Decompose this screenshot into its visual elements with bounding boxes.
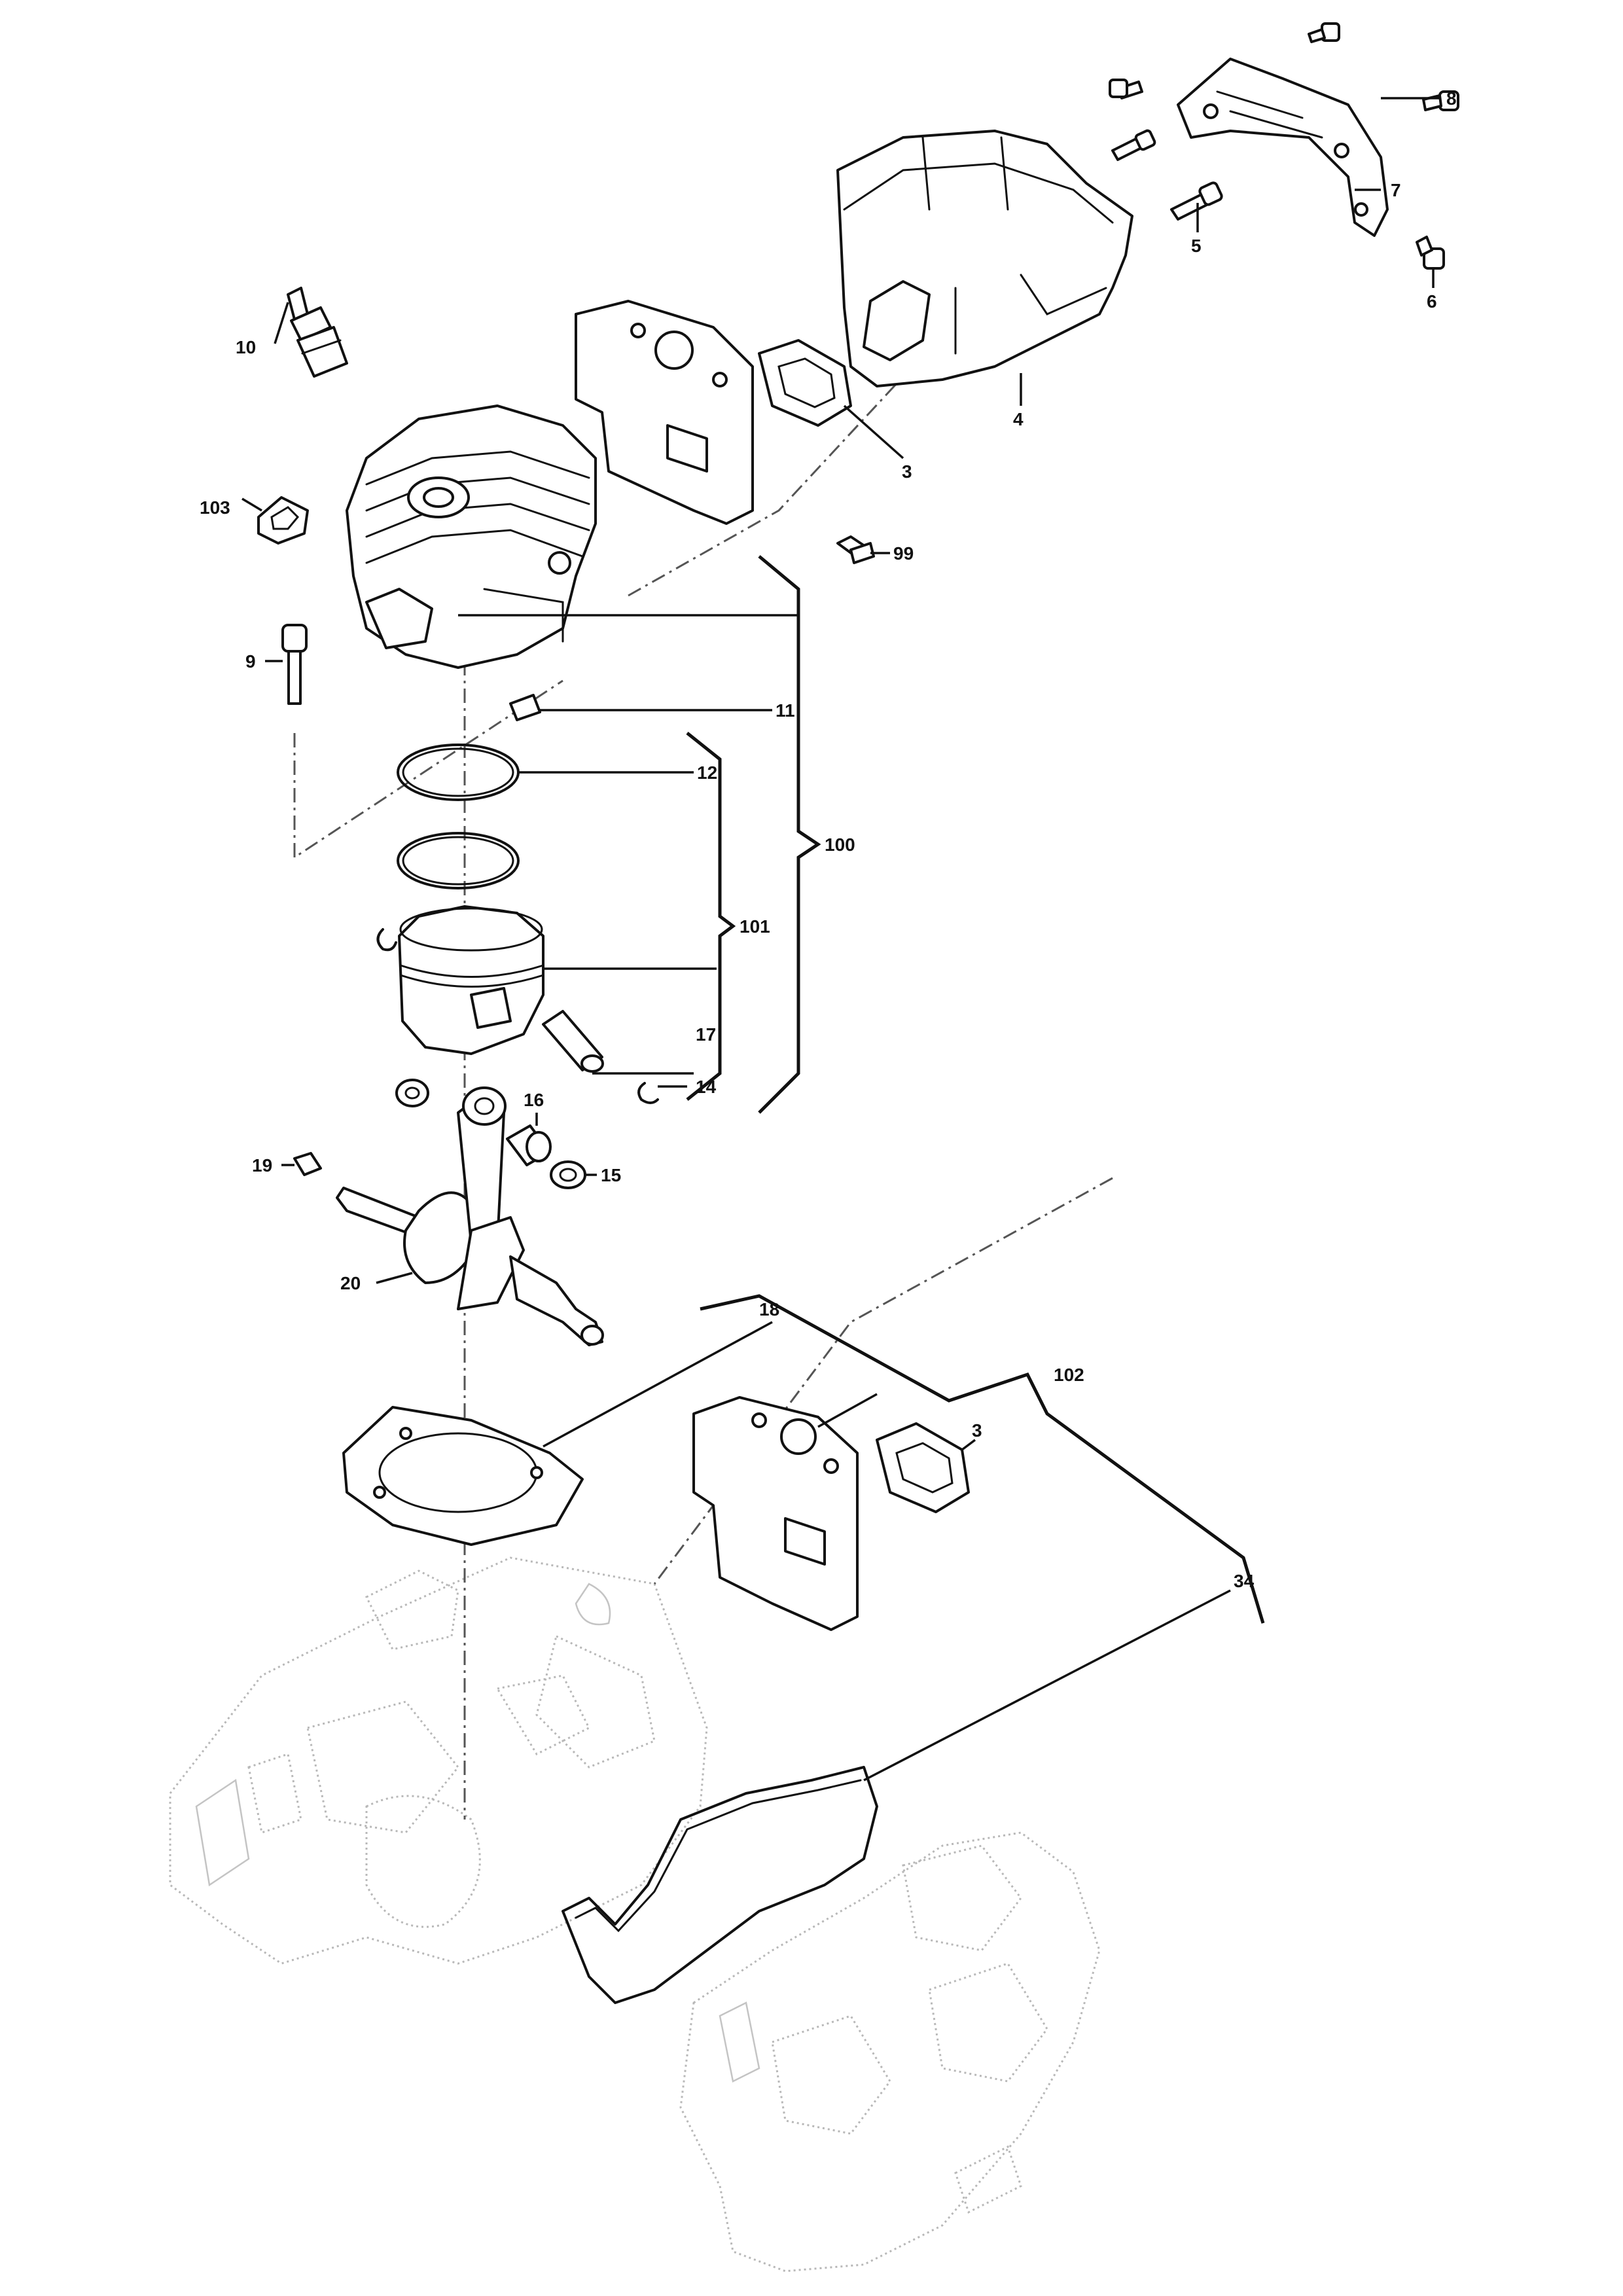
bolt-upper <box>1111 129 1156 161</box>
callout-12: 12 <box>697 762 717 783</box>
bolt-5 <box>1170 181 1223 221</box>
callout-4: 4 <box>1013 409 1024 429</box>
leader-lines <box>241 97 1440 1782</box>
callout-15: 15 <box>601 1165 621 1185</box>
callout-8: 8 <box>1446 88 1457 109</box>
washer-15 <box>550 1160 586 1189</box>
crankcase-gasket <box>562 1766 878 2004</box>
gasket-3-upper <box>758 339 852 427</box>
piston-pin <box>542 1010 604 1073</box>
gasket-3-lower <box>876 1422 970 1513</box>
callout-34: 34 <box>1234 1571 1255 1591</box>
callout-6: 6 <box>1427 291 1437 312</box>
bolt-6 <box>1416 236 1445 270</box>
needle-bearing <box>506 1124 552 1166</box>
callout-17: 17 <box>696 1024 716 1045</box>
callout-102: 102 <box>1054 1365 1084 1385</box>
callout-18: 18 <box>759 1299 779 1319</box>
circlip-14 <box>637 1082 659 1104</box>
callout-103: 103 <box>200 497 230 518</box>
pin-11 <box>509 694 541 721</box>
key-19 <box>293 1152 322 1176</box>
gasket-103 <box>257 496 309 545</box>
cylinder <box>346 404 597 669</box>
group-brackets <box>686 555 1265 1624</box>
callout-16: 16 <box>524 1090 544 1110</box>
circlip-left <box>376 928 397 952</box>
callout-20: 20 <box>340 1273 361 1293</box>
callout-labels: 8 7 5 6 4 3 10 103 99 9 11 12 100 101 17… <box>200 88 1457 1591</box>
callout-14: 14 <box>696 1077 717 1097</box>
heat-shield-upper <box>575 300 754 525</box>
callout-100: 100 <box>825 834 855 855</box>
callout-3-upper: 3 <box>902 461 912 482</box>
muffler-bracket <box>1177 58 1389 237</box>
bolt-top <box>1109 22 1340 99</box>
valve-99 <box>836 535 875 564</box>
washer-left <box>395 1079 429 1107</box>
callout-3-lower: 3 <box>972 1420 982 1441</box>
callout-11: 11 <box>776 700 795 721</box>
crankcase-ghost <box>169 1556 708 1965</box>
heat-shield-lower <box>692 1396 859 1631</box>
bolt-9 <box>281 624 308 705</box>
spark-plug <box>287 287 348 378</box>
callout-10: 10 <box>236 337 256 357</box>
callout-19: 19 <box>252 1155 272 1175</box>
callout-101: 101 <box>740 916 770 937</box>
muffler <box>836 130 1133 387</box>
cylinder-base-gasket <box>342 1406 584 1546</box>
callout-5: 5 <box>1191 236 1202 256</box>
callout-9: 9 <box>245 651 256 672</box>
piston <box>398 905 544 1055</box>
callout-7: 7 <box>1391 180 1401 200</box>
piston-rings <box>397 744 520 889</box>
callout-99: 99 <box>893 543 914 564</box>
tank-housing-ghost <box>679 1831 1101 2272</box>
axis-bolt-9 <box>293 679 563 859</box>
crankshaft <box>336 1086 604 1346</box>
